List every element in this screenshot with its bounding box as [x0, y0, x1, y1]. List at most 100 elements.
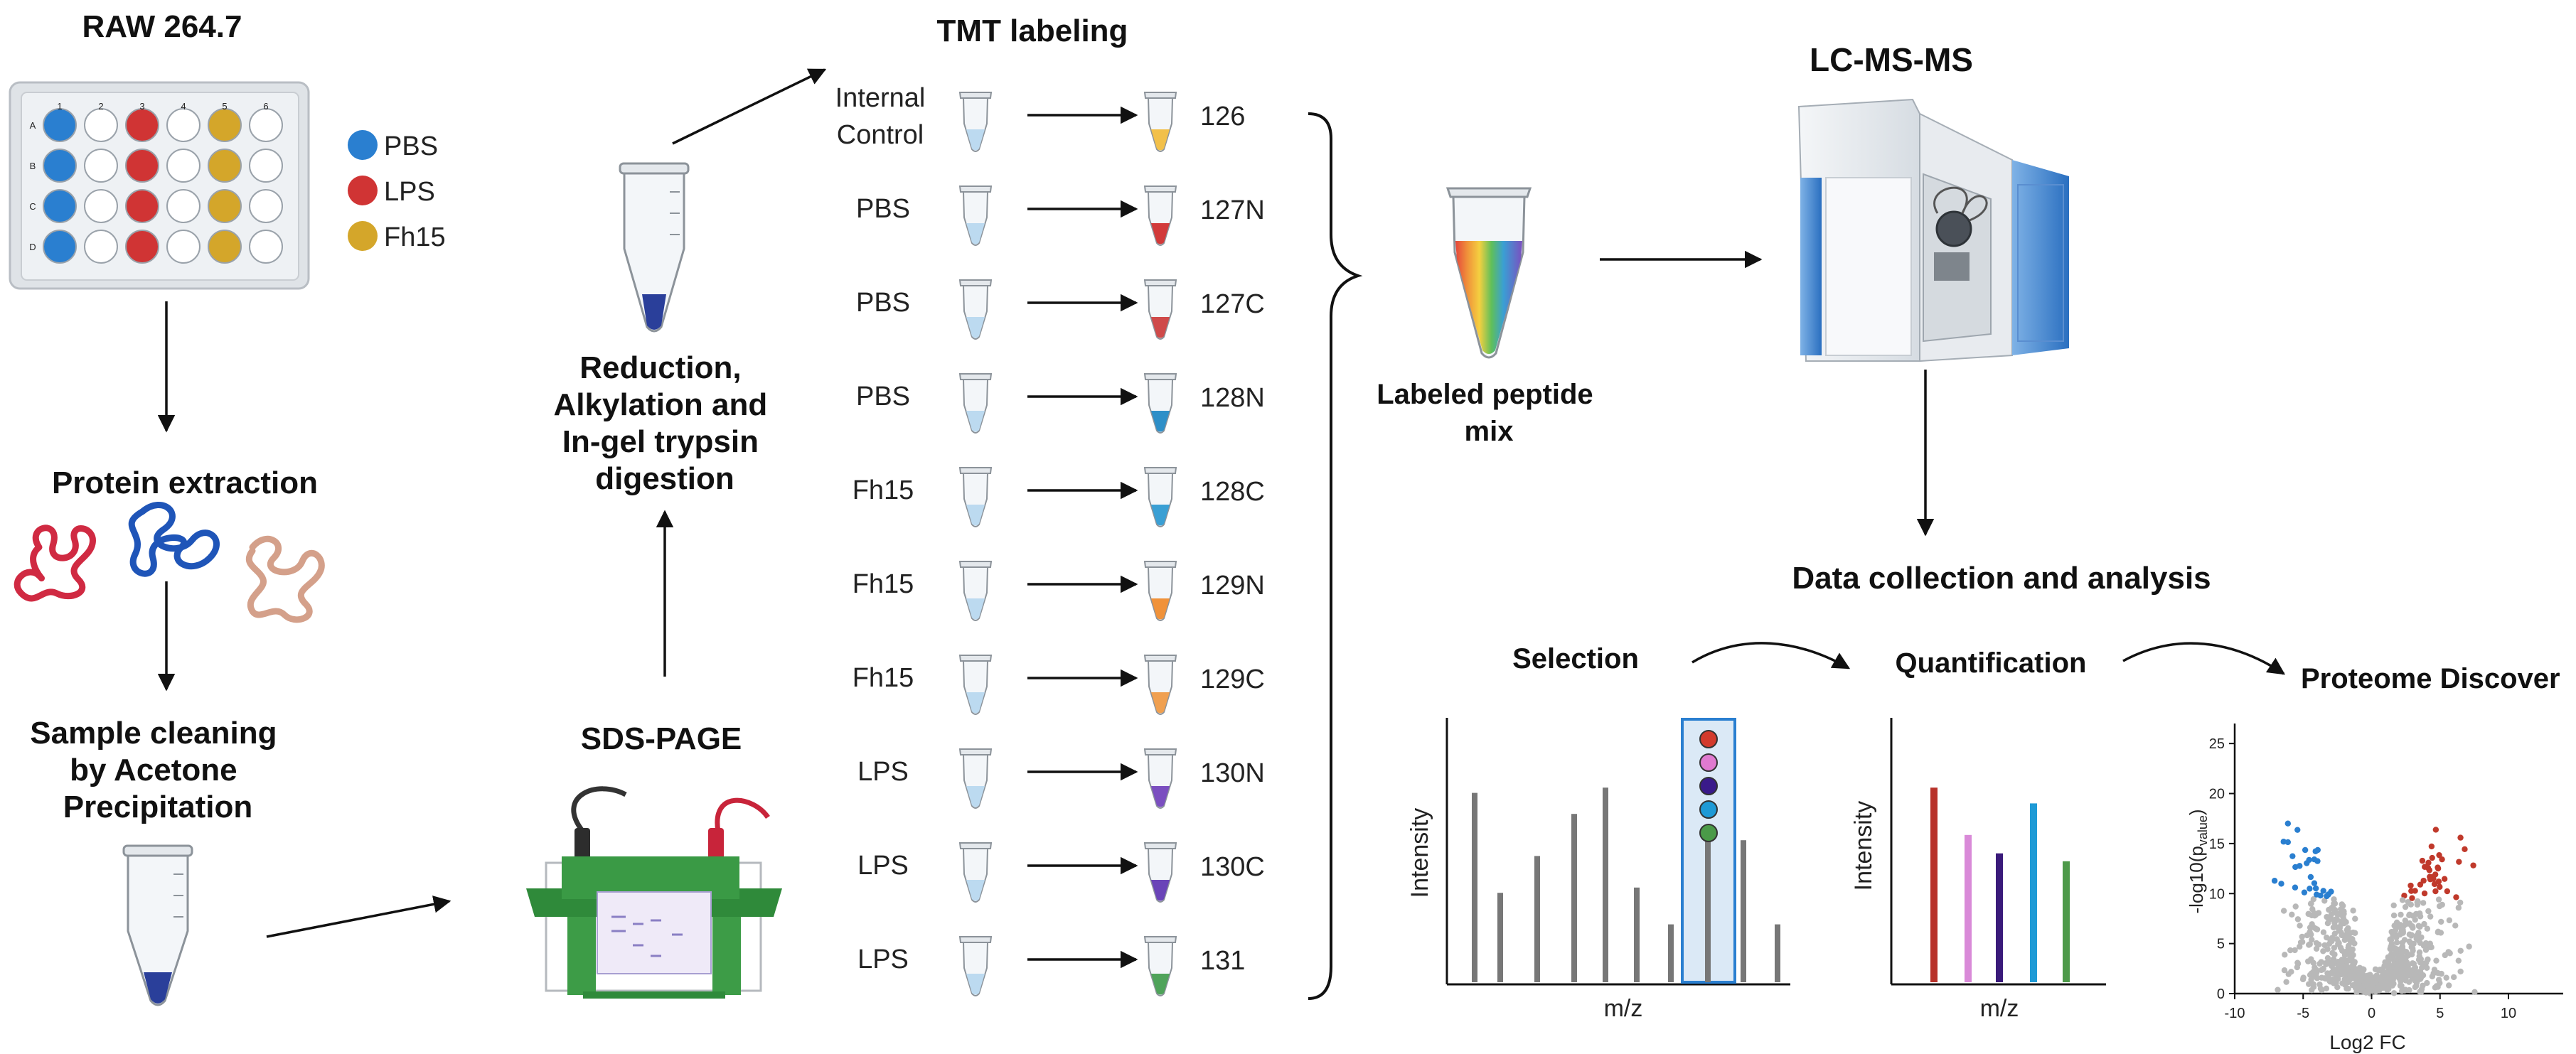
volcano-point-ns: [2336, 964, 2343, 972]
volcano-point-ns: [2410, 913, 2416, 919]
tmt-sample-label: PBS: [856, 288, 910, 318]
volcano-point-ns: [2310, 959, 2316, 967]
volcano-point-ns: [2297, 943, 2303, 950]
spectrum-peak: [1775, 924, 1780, 982]
plate-row-letter: B: [30, 161, 36, 171]
volcano-xtick-label: 5: [2436, 1006, 2444, 1021]
volcano-point-ns: [2323, 985, 2330, 992]
volcano-point-down: [2320, 888, 2326, 894]
volcano-ytick-label: 25: [2209, 736, 2225, 752]
volcano-point-ns: [2408, 932, 2415, 939]
volcano-ylabel: -log10(pvalue): [2186, 809, 2210, 913]
volcano-point-down: [2284, 839, 2291, 846]
volcano-point-ns: [2320, 929, 2327, 935]
volcano-point-up: [2417, 881, 2424, 888]
volcano-point-ns: [2305, 910, 2312, 918]
tmt-tag-label: 126: [1200, 102, 1245, 131]
volcano-point-ns: [2288, 969, 2294, 975]
digestion-tube-icon: [619, 162, 690, 333]
volcano-point-ns: [2389, 945, 2395, 952]
volcano-point-ns: [2433, 957, 2439, 964]
volcano-point-ns: [2407, 940, 2414, 946]
volcano-point-up: [2453, 894, 2459, 900]
volcano-point-ns: [2375, 975, 2383, 982]
volcano-point-ns: [2342, 971, 2348, 977]
volcano-point-ns: [2337, 906, 2344, 913]
tmt-labeled-tube-icon: [1143, 92, 1177, 152]
reporter-ion-bar: [1996, 853, 2003, 982]
volcano-point-ns: [2395, 947, 2402, 954]
reporter-ion-bar: [1930, 787, 1938, 982]
tmt-labeled-tube-icon: [1143, 748, 1177, 809]
volcano-xtick-label: -10: [2225, 1006, 2245, 1021]
sds-page-apparatus-icon: [526, 786, 782, 999]
volcano-point-ns: [2336, 925, 2343, 931]
volcano-point-ns: [2341, 957, 2348, 964]
volcano-point-ns: [2339, 901, 2345, 908]
volcano-point-up: [2432, 888, 2439, 895]
legend-item-lps: LPS: [348, 176, 435, 207]
volcano-xtick-label: 0: [2368, 1006, 2375, 1021]
volcano-point-ns: [2390, 912, 2398, 919]
tmt-tag-label: 128C: [1200, 477, 1265, 507]
spectrum-peak: [1705, 824, 1711, 982]
tmt-sample-label: LPS: [857, 757, 909, 787]
volcano-point-down: [2311, 880, 2318, 886]
volcano-point-down: [2284, 820, 2292, 827]
plate-well: [208, 108, 242, 142]
volcano-point-ns: [2310, 896, 2317, 903]
digestion-label: Reduction, Alkylation and In-gel trypsin…: [554, 350, 776, 496]
volcano-point-ns: [2415, 957, 2422, 963]
volcano-point-ns: [2471, 989, 2478, 996]
volcano-point-ns: [2410, 960, 2417, 967]
tmt-tag-label: 129N: [1200, 571, 1265, 601]
volcano-point-ns: [2321, 898, 2328, 904]
tmt-tag-label: 130C: [1200, 852, 1265, 882]
volcano-point-down: [2271, 878, 2278, 884]
volcano-point-down: [2292, 884, 2299, 891]
volcano-point-ns: [2393, 940, 2400, 946]
plate-well: [208, 230, 242, 264]
volcano-point-ns: [2289, 911, 2295, 918]
volcano-point-ns: [2300, 974, 2307, 981]
tmt-tag-label: 129C: [1200, 665, 1265, 694]
volcano-point-ns: [2417, 923, 2423, 930]
volcano-point-ns: [2364, 982, 2371, 988]
volcano-point-up: [2432, 827, 2439, 833]
quantification-spectrum: Intensity m/z: [1850, 718, 2106, 1022]
volcano-point-ns: [2313, 945, 2320, 952]
mass-spectrometer-icon: [1797, 98, 2069, 362]
spectrum-peak: [1603, 787, 1608, 982]
volcano-point-ns: [2455, 957, 2462, 964]
tmt-sample-tube-icon: [958, 748, 993, 809]
volcano-point-up: [2437, 883, 2443, 891]
volcano-point-ns: [2307, 900, 2314, 907]
volcano-point-ns: [2324, 920, 2331, 927]
volcano-point-down: [2307, 873, 2314, 881]
volcano-ytick-label: 10: [2209, 886, 2225, 902]
volcano-point-ns: [2309, 906, 2316, 913]
volcano-point-ns: [2282, 952, 2288, 958]
reporter-ion-bar: [2063, 861, 2070, 982]
volcano-point-ns: [2424, 925, 2431, 932]
volcano-point-ns: [2406, 986, 2412, 994]
arrow-quant-to-proteome: [2122, 642, 2286, 675]
tmt-sample-label: Fh15: [853, 569, 914, 599]
volcano-point-down: [2313, 891, 2320, 898]
plate-well: [125, 149, 159, 183]
plate-col-number: 6: [263, 101, 268, 112]
protein-red-icon: [14, 525, 96, 602]
legend-label-lps: LPS: [384, 177, 435, 207]
volcano-point-ns: [2314, 975, 2321, 982]
lcms-title: LC-MS-MS: [1810, 41, 1973, 78]
volcano-point-ns: [2359, 984, 2366, 991]
volcano-xlabel: Log2 FC: [2329, 1031, 2405, 1053]
plate-well: [249, 149, 283, 183]
volcano-point-ns: [2466, 943, 2472, 950]
volcano-ytick-label: 5: [2217, 937, 2225, 952]
tmt-sample-tube-icon: [958, 561, 993, 621]
volcano-point-ns: [2329, 935, 2336, 941]
volcano-point-ns: [2424, 964, 2430, 972]
